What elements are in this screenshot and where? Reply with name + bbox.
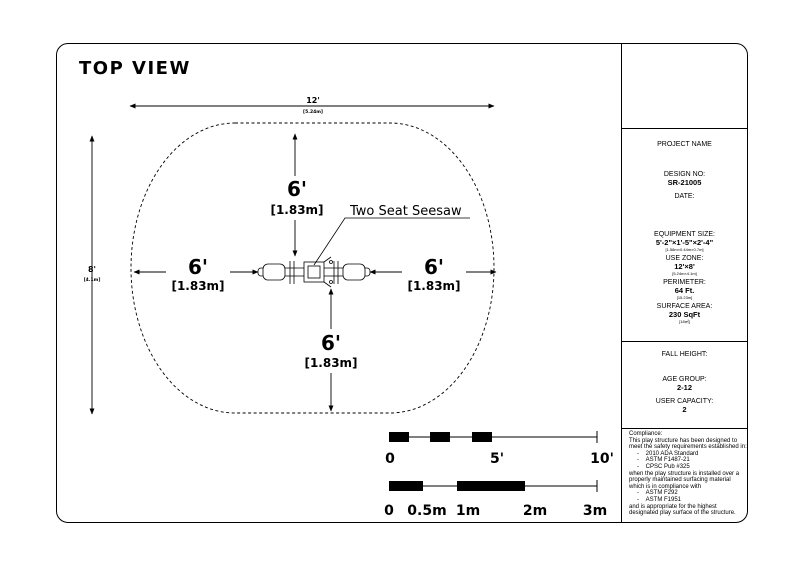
- equipment-size-label: EQUIPMENT SIZE:: [654, 231, 715, 238]
- scale-bar-feet: [389, 431, 598, 443]
- scale-metric-label-1m: 1m: [456, 503, 480, 519]
- bottom-clearance-ft: 6': [321, 331, 341, 355]
- scale-metric-label-0: 0: [384, 503, 394, 519]
- compliance-surfacing: - ASTM F292: [637, 490, 678, 497]
- compliance-standard: - CPSC Pub #325: [637, 463, 690, 470]
- equipment-size-value: 5'-2"×1'-5"×2'-4": [655, 238, 714, 247]
- drawing-sheet-border: [56, 43, 748, 523]
- compliance-heading: Compliance:: [629, 431, 663, 437]
- equipment-size-metric: [1.58m×0.44m×0.7m]: [665, 247, 704, 252]
- surface-area-value: 230 SqFt: [668, 310, 701, 319]
- height-dim-ft: 8': [88, 265, 96, 274]
- scale-metric-label-0-5m: 0.5m: [407, 503, 446, 519]
- scale-bar-metric: [389, 480, 598, 492]
- seesaw-callout-label: Two Seat Seesaw: [349, 204, 462, 219]
- compliance-standard: - 2010 ADA Standard: [637, 450, 699, 457]
- right-clearance-ft: 6': [424, 255, 444, 279]
- surface-area-metric: [18㎡]: [679, 319, 690, 324]
- use-zone-metric: [5.24m×4.1m]: [672, 271, 697, 276]
- height-dim-m: [4.1m]: [84, 277, 101, 283]
- age-group-value: 2-12: [676, 383, 692, 392]
- design-no-value: SR-21005: [667, 178, 702, 187]
- left-clearance-m: [1.83m]: [171, 279, 224, 293]
- use-zone-label: USE ZONE:: [665, 255, 704, 262]
- equipment-info: EQUIPMENT SIZE: 5'-2"×1'-5"×2'-4" [1.58m…: [621, 231, 748, 324]
- panel-divider: [621, 428, 748, 429]
- compliance-intro: This play structure has been designed to…: [629, 437, 747, 451]
- callout-leader: [313, 217, 470, 266]
- project-info: PROJECT NAME DESIGN NO: SR-21005 DATE:: [621, 141, 748, 201]
- user-capacity-label: USER CAPACITY:: [655, 398, 714, 405]
- usage-info: FALL HEIGHT: AGE GROUP: 2-12 USER CAPACI…: [621, 351, 748, 414]
- use-zone-value: 12'×8': [674, 262, 695, 271]
- title-block-panel: [621, 43, 748, 523]
- age-group-label: AGE GROUP:: [662, 376, 707, 383]
- compliance-outro: and is appropriate for the highest desig…: [629, 503, 736, 517]
- top-clearance-m: [1.83m]: [270, 203, 323, 217]
- left-clearance-ft: 6': [188, 255, 208, 279]
- scale-metric-label-3m: 3m: [583, 503, 607, 519]
- width-dim-m: [5.24m]: [303, 109, 323, 115]
- panel-divider: [621, 341, 748, 342]
- compliance-middle: when the play structure is installed ove…: [629, 470, 740, 490]
- surface-area-label: SURFACE AREA:: [656, 303, 713, 310]
- scale-feet-label-5: 5': [490, 451, 504, 467]
- panel-divider: [621, 128, 748, 129]
- scale-feet-label-10: 10': [590, 451, 614, 467]
- scale-metric-label-2m: 2m: [523, 503, 547, 519]
- seesaw-symbol: [257, 256, 371, 288]
- compliance-surfacing: - ASTM F1951: [637, 496, 682, 503]
- compliance-standard: - ASTM F1487-21: [637, 457, 690, 464]
- width-dim-ft: 12': [306, 96, 320, 105]
- perimeter-value: 64 Ft.: [674, 286, 695, 295]
- fall-height-label: FALL HEIGHT:: [661, 351, 708, 358]
- scale-feet-label-0: 0: [385, 451, 395, 467]
- compliance-note: Compliance: This play structure has been…: [629, 431, 747, 517]
- view-title: TOP VIEW: [79, 58, 191, 79]
- date-label: DATE:: [674, 193, 695, 200]
- perimeter-label: PERIMETER:: [663, 279, 706, 286]
- user-capacity-value: 2: [682, 405, 687, 414]
- bottom-clearance-m: [1.83m]: [304, 356, 357, 370]
- top-clearance-ft: 6': [287, 177, 307, 201]
- right-clearance-m: [1.83m]: [407, 279, 460, 293]
- perimeter-metric: [15.23m]: [676, 295, 693, 300]
- project-name: PROJECT NAME: [657, 141, 712, 148]
- design-no-label: DESIGN NO:: [663, 171, 706, 178]
- use-zone-outline: [130, 122, 495, 414]
